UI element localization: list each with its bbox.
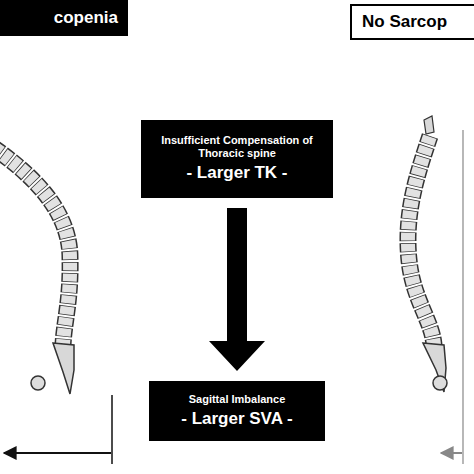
- plumb-line: [462, 130, 463, 464]
- vertebral-column: [408, 136, 434, 345]
- vertebral-column: [0, 148, 70, 345]
- vertebral-column: [408, 136, 434, 345]
- block-arrow: [209, 208, 265, 371]
- femoral-head: [433, 376, 447, 390]
- box-heading: copenia: [54, 8, 118, 28]
- sva-arrow: [441, 452, 462, 454]
- sacrum: [423, 343, 446, 392]
- box-heading: Sagittal Imbalance: [189, 393, 286, 406]
- process-box: Sagittal Imbalance - Larger SVA -: [149, 381, 325, 441]
- group-label: No Sarcop: [350, 4, 474, 40]
- box-emphasis: - Larger SVA -: [181, 409, 292, 429]
- group-label: copenia: [0, 0, 128, 36]
- vertebral-column: [0, 148, 70, 345]
- sacrum: [53, 343, 74, 394]
- femoral-head: [31, 376, 45, 390]
- box-heading: No Sarcop: [362, 12, 447, 32]
- vertebra: [424, 116, 434, 134]
- plumb-line: [111, 395, 113, 464]
- sva-arrow: [4, 452, 111, 454]
- box-heading: Insufficient Compensation of Thoracic sp…: [152, 134, 322, 160]
- process-box: Insufficient Compensation of Thoracic sp…: [141, 120, 333, 198]
- box-emphasis: - Larger TK -: [186, 163, 287, 183]
